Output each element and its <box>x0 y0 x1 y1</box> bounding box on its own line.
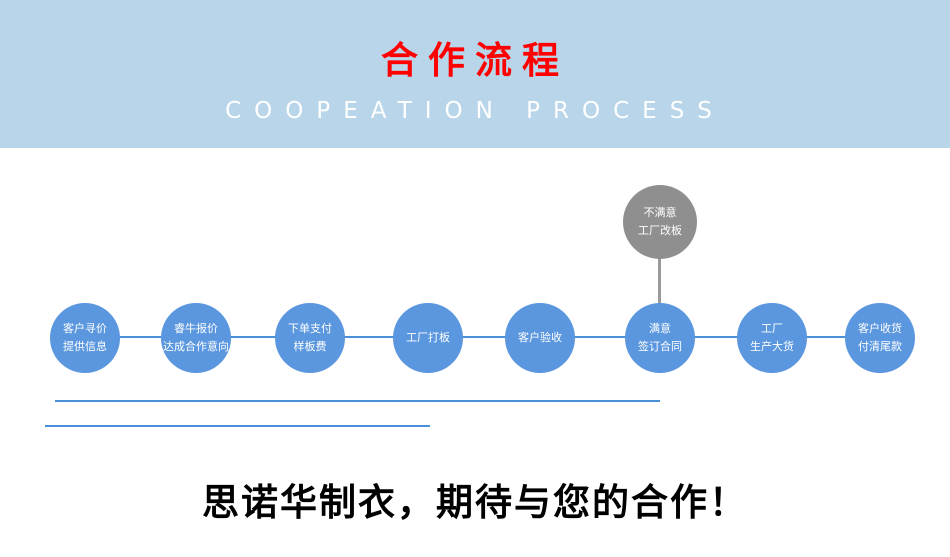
flow-step-bulk-production: 工厂 生产大货 <box>737 303 807 373</box>
step-line1: 睿牛报价 <box>174 322 218 336</box>
step-line1: 工厂 <box>761 322 783 336</box>
footer-slogan: 思诺华制衣，期待与您的合作！ <box>202 481 748 524</box>
alt-branch-connector-line <box>658 254 661 306</box>
step-line1: 不满意 <box>643 206 677 220</box>
decorative-line-2 <box>45 425 430 427</box>
flow-step-quotation: 睿牛报价 达成合作意向 <box>161 303 231 373</box>
flow-step-dissatisfied-rework: 不满意 工厂改板 <box>623 185 697 259</box>
step-line1: 客户收货 <box>858 322 902 336</box>
step-line1: 客户寻价 <box>63 322 107 336</box>
flow-step-order-payment: 下单支付 样板费 <box>275 303 345 373</box>
flow-step-receive-goods: 客户收货 付清尾款 <box>845 303 915 373</box>
step-line2: 签订合同 <box>638 340 682 353</box>
step-line1: 工厂打板 <box>406 331 450 345</box>
decorative-line-1 <box>55 400 660 402</box>
flow-step-sign-contract: 满意 签订合同 <box>625 303 695 373</box>
banner: 合作流程 COOPEATION PROCESS <box>0 0 950 148</box>
step-line2: 提供信息 <box>63 340 107 353</box>
step-line1: 下单支付 <box>288 322 332 336</box>
banner-title: 合作流程 <box>381 39 569 82</box>
step-line2: 达成合作意向 <box>163 340 229 353</box>
step-line2: 生产大货 <box>750 340 794 353</box>
step-line2: 样板费 <box>293 340 327 353</box>
banner-subtitle: COOPEATION PROCESS <box>225 98 725 124</box>
step-line2: 付清尾款 <box>858 340 902 353</box>
flow-connector-line <box>85 336 880 338</box>
flow-step-inquiry: 客户寻价 提供信息 <box>50 303 120 373</box>
flow-step-factory-sample: 工厂打板 <box>393 303 463 373</box>
step-line1: 客户验收 <box>518 331 562 345</box>
flow-diagram: 不满意 工厂改板 客户寻价 提供信息 睿牛报价 达成合作意向 下单支付 样板费 … <box>0 148 950 448</box>
flow-step-customer-check: 客户验收 <box>505 303 575 373</box>
step-line2: 工厂改板 <box>638 224 682 237</box>
step-line1: 满意 <box>649 322 671 336</box>
